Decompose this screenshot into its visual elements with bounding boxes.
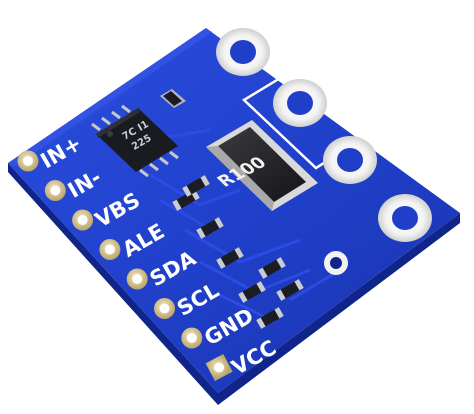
smd-part-2	[196, 217, 224, 239]
shunt-outline	[241, 64, 381, 170]
smd-part-6	[276, 279, 304, 301]
pin-pad-2	[44, 180, 66, 201]
smd-part-4	[258, 257, 286, 279]
pin-pad-7	[181, 327, 203, 349]
smd-part-5	[238, 281, 266, 303]
smd-components	[172, 175, 304, 329]
ic-chip: 7C I1 225	[91, 104, 179, 178]
mounting-hole-top	[216, 28, 270, 76]
smd-part-8	[182, 175, 210, 197]
test-via	[324, 251, 348, 275]
pin-pad-4	[99, 239, 121, 260]
terminal-hole-2	[323, 136, 377, 184]
pin-pad-3	[72, 209, 94, 231]
mounting-hole-right	[378, 194, 432, 242]
smd-part-3	[216, 247, 244, 269]
terminal-hole-1	[273, 79, 327, 127]
smd-capacitor-top	[160, 89, 186, 108]
pin-pad-8	[205, 353, 233, 382]
pcb-edge	[8, 163, 460, 405]
pin-pad-5	[126, 268, 148, 290]
pcb-edge-highlight	[8, 28, 212, 167]
pin-pad-1	[17, 150, 39, 172]
pin-pad-6	[154, 298, 175, 319]
smd-part-7	[256, 307, 284, 329]
